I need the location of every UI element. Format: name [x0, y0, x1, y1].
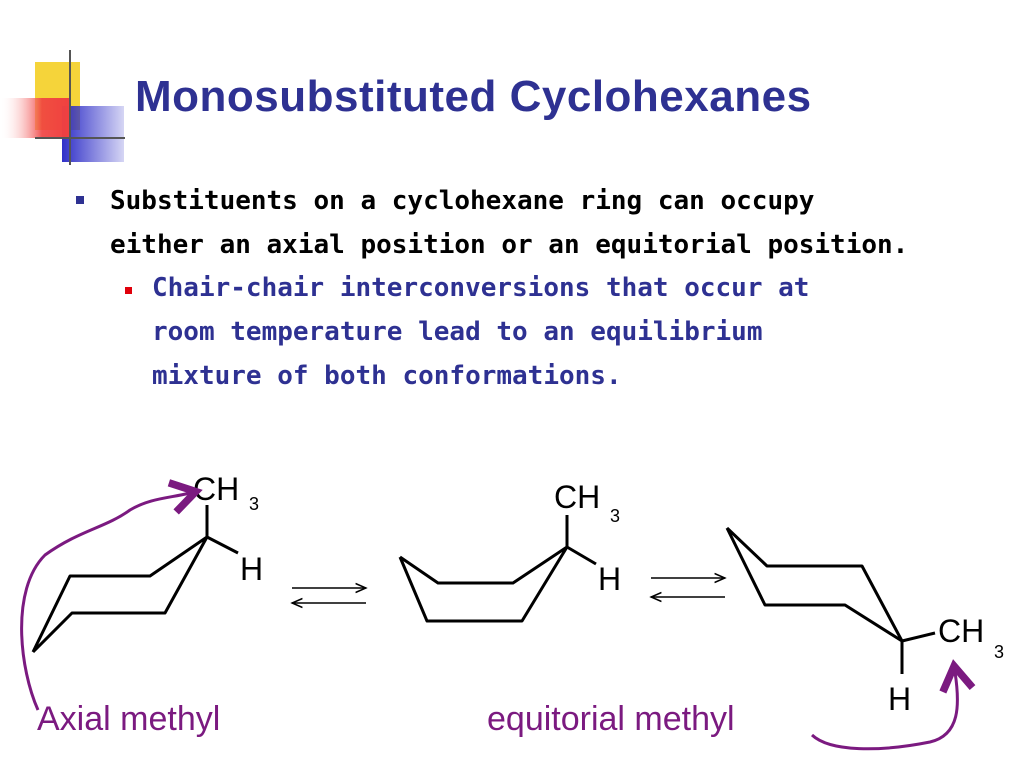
ch3-subscript-2: 3: [610, 506, 620, 526]
ch3-label-3: CH: [938, 613, 984, 649]
axial-pointer-arrow: [20, 479, 203, 711]
ch3-subscript-3: 3: [994, 642, 1004, 662]
axial-methyl-caption: Axial methyl: [37, 700, 221, 738]
subbullet-1-line-3: mixture of both conformations.: [152, 361, 622, 391]
molecule-middle: CH 3 H: [398, 479, 621, 623]
chair-ring-3: [725, 526, 904, 643]
ch3-label-1: CH: [193, 471, 239, 507]
h-bond-2: [566, 545, 597, 566]
bullet-1-line-1: Substituents on a cyclohexane ring can o…: [110, 186, 815, 216]
chair-ring-1: [31, 535, 209, 654]
equilibrium-arrows-2: [651, 578, 725, 597]
equatorial-methyl-caption: equitorial methyl: [487, 700, 735, 738]
bullet-1-line-2: either an axial position or an equitoria…: [110, 230, 909, 260]
equilibrium-arrows-1: [292, 588, 366, 603]
h-label-3: H: [888, 681, 911, 717]
molecule-equatorial: CH 3 H: [725, 526, 1004, 717]
h-label-1: H: [240, 551, 263, 587]
subbullet-1: Chair-chair interconversions that occur …: [152, 266, 809, 398]
molecule-axial: CH 3 H: [31, 471, 263, 654]
slide-title: Monosubstituted Cyclohexanes: [135, 72, 812, 121]
subbullet-1-line-2: room temperature lead to an equilibrium: [152, 317, 763, 347]
subbullet-1-line-1: Chair-chair interconversions that occur …: [152, 273, 810, 303]
equatorial-pointer-arrow: [810, 659, 976, 751]
h-label-2: H: [598, 561, 621, 597]
subbullet-marker: [125, 287, 132, 294]
bullet-marker: [76, 196, 84, 204]
ch3-subscript-1: 3: [249, 494, 259, 514]
h-bond-1: [206, 535, 239, 555]
ch3-label-2: CH: [554, 479, 600, 515]
chair-ring-2: [398, 545, 569, 623]
bullet-1: Substituents on a cyclohexane ring can o…: [110, 179, 908, 267]
methyl-bond-3: [901, 631, 936, 643]
